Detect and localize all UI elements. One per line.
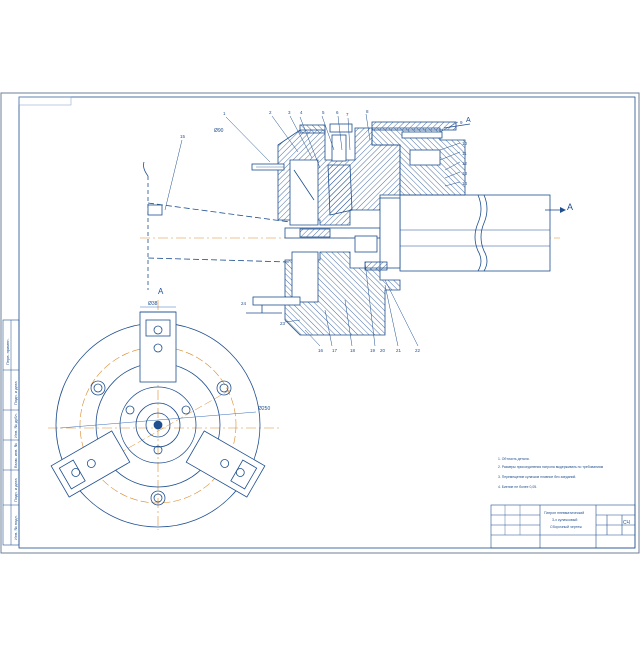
note-4: 4. Биение не более 0,05. [498, 485, 537, 489]
section-mark: A A [443, 117, 573, 213]
callout-12: 12 [462, 161, 468, 166]
callout-20: 20 [380, 348, 386, 353]
callouts: 1 2 3 4 5 6 7 8 9 10 11 12 13 14 15 16 1… [180, 109, 468, 353]
side-label-4: Инв. № дубл. [13, 413, 18, 438]
note-3: 3. Перемещение кулачков плавное без заед… [498, 475, 576, 479]
side-label-1: Инв. № подл. [13, 515, 18, 540]
side-label-5: Подп. и дата [13, 381, 18, 405]
outer-frame [0, 92, 640, 554]
title-block [490, 504, 636, 549]
front-jaw-left [50, 430, 131, 498]
callout-2: 2 [269, 110, 272, 115]
callout-21: 21 [396, 348, 402, 353]
callout-14: 14 [462, 181, 468, 186]
callout-13: 13 [462, 171, 468, 176]
dim-jaw: Ø38 [148, 301, 158, 307]
callout-3: 3 [288, 110, 291, 115]
title-line-1: Патрон пневматический [544, 511, 584, 515]
callout-23: 23 [280, 321, 286, 326]
note-1: 1. Обточить дета­ли. [498, 457, 530, 461]
callout-5: 5 [322, 110, 325, 115]
section-view [140, 121, 560, 336]
side-strip: Инв. № подл. Подп. и дата Взам. инв. № И… [2, 319, 20, 546]
dim-top: Ø90 [214, 128, 224, 134]
callout-4: 4 [300, 110, 303, 115]
callout-16: 16 [318, 348, 324, 353]
side-label-6: Перв. примен. [5, 338, 10, 365]
callout-19: 19 [370, 348, 376, 353]
callout-24: 24 [241, 301, 247, 306]
section-label: A [567, 202, 573, 212]
section-label-top: A [466, 117, 471, 124]
callout-18: 18 [350, 348, 356, 353]
side-label-3: Взам. инв. № [13, 443, 18, 468]
technical-notes: 1. Обточить дета­ли. 2. Размеры присоеди… [498, 457, 604, 489]
title-line-2: 3-х кулачковый [552, 518, 577, 522]
jaw-upper [289, 159, 319, 226]
title-block-text: Патрон пневматический 3-х кулачковый Сбо… [544, 511, 630, 529]
callout-17: 17 [332, 348, 338, 353]
callout-10: 10 [462, 141, 468, 146]
view-label: A [158, 287, 164, 296]
leaders [164, 113, 461, 347]
front-jaw-right [185, 430, 266, 498]
jaw-lower [291, 251, 319, 303]
top-left-box [18, 96, 72, 106]
callout-7: 7 [346, 112, 349, 117]
callout-1: 1 [223, 111, 226, 116]
callout-15: 15 [180, 134, 186, 139]
callout-6: 6 [336, 110, 339, 115]
callout-22: 22 [415, 348, 421, 353]
front-view [48, 300, 280, 530]
dim-dia: Ø250 [258, 406, 270, 412]
side-label-2: Подп. и дата [13, 478, 18, 502]
title-line-3: Сборочный чертеж [550, 525, 582, 529]
callout-9: 9 [460, 120, 463, 125]
callout-11: 11 [462, 151, 467, 156]
note-2: 2. Размеры присоединения патрона выдержи… [498, 465, 604, 469]
front-view-labels: A Ø38 Ø250 Ø90 [148, 128, 270, 412]
callout-8: 8 [366, 109, 369, 114]
title-sheet: СЧ [623, 520, 630, 526]
